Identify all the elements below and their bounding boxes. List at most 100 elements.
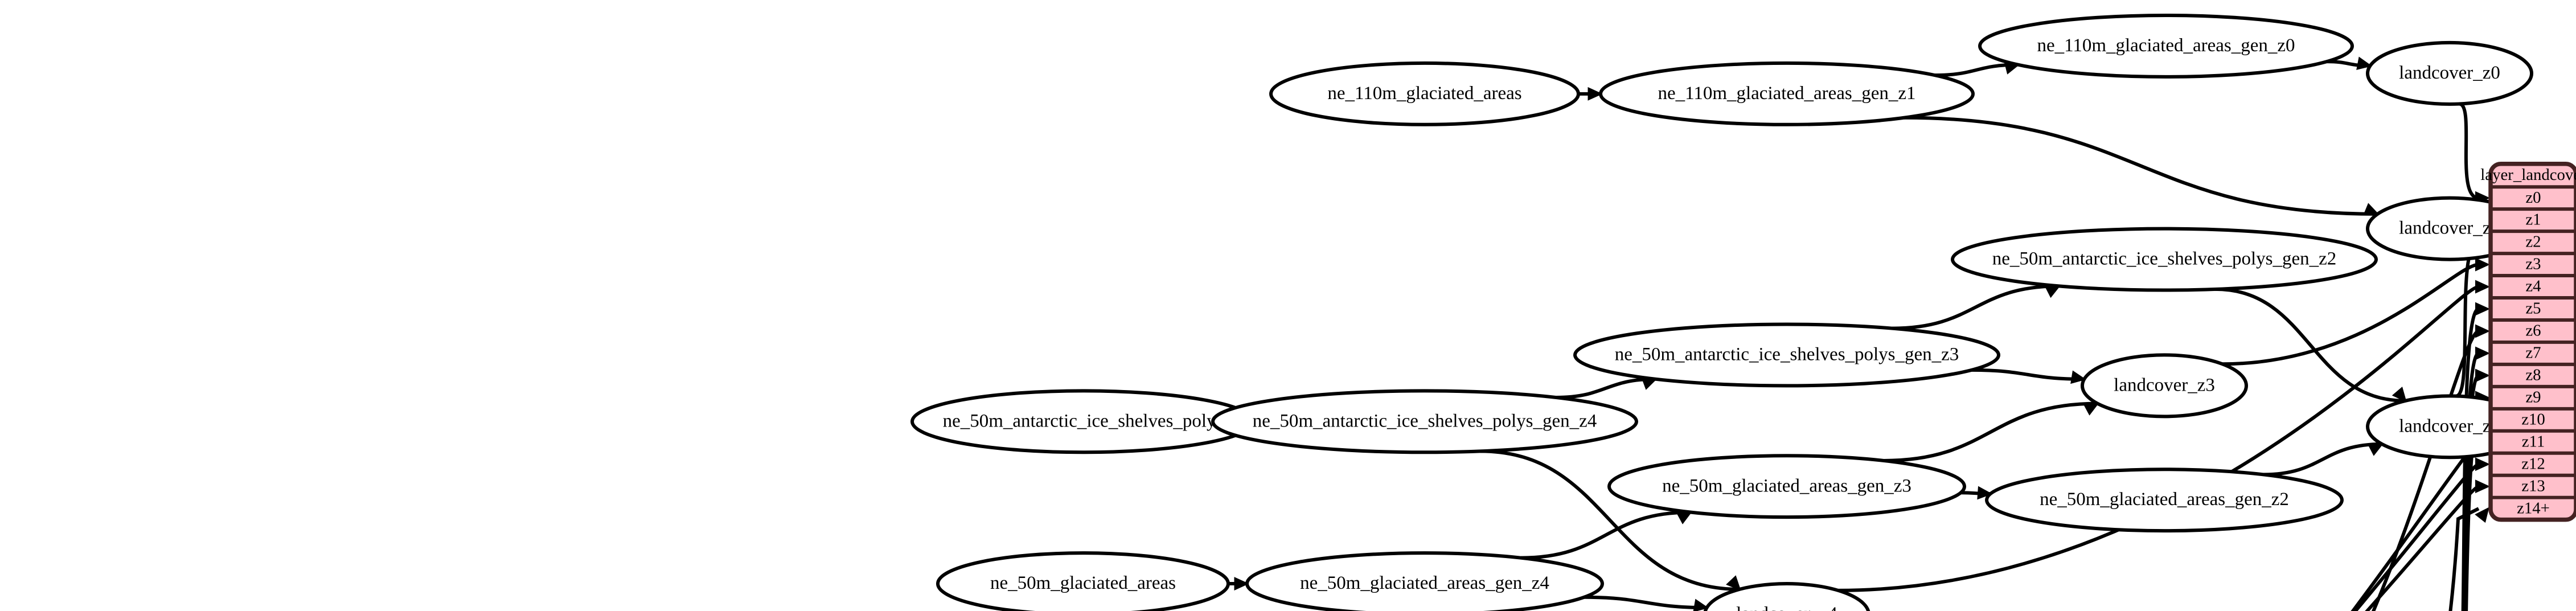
node-ne_50m_antarctic_ice_shelves_polys_gen_z2[interactable]: ne_50m_antarctic_ice_shelves_polys_gen_z…	[1951, 227, 2378, 292]
layer-landcover-table: layer_landcoverz0z1z2z3z4z5z6z7z8z9z10z1…	[2480, 161, 2576, 522]
arrowhead-landcover_z3	[2083, 402, 2099, 416]
node-shape-ne_50m_antarctic_ice_shelves_polys_gen_z2	[1951, 227, 2378, 292]
node-label-landcover_z0: landcover_z0	[2399, 63, 2500, 83]
edge-osm_landcover_gen_z10-to-row-z10	[2464, 418, 2480, 611]
arrowhead-ne_50m_glaciated_areas_gen_z2	[1977, 486, 1993, 500]
edge-ne_50m_glaciated_areas_gen_z4-to-landcover_z4	[1584, 595, 1707, 610]
arrowhead-landcover_z2	[2392, 387, 2407, 403]
edge-ne_50m_antarctic_ice_shelves_polys_gen_z3-to-ne_50m_antarctic_ice_shelves_polys_gen_z2	[1892, 284, 2060, 330]
node-label-ne_50m_glaciated_areas_gen_z3: ne_50m_glaciated_areas_gen_z3	[1662, 475, 1912, 496]
table-row-label-z0: z0	[2525, 188, 2541, 207]
arrowhead-row-z3	[2475, 257, 2491, 272]
edge-landcover_z3-to-row-z3	[2222, 263, 2479, 366]
arrowhead-row-z12	[2475, 457, 2491, 471]
node-shape-landcover_z4	[1703, 582, 1871, 611]
arrowhead-landcover_z4	[1693, 598, 1709, 611]
arrowhead-landcover_z4	[1726, 575, 1741, 591]
arrowhead-landcover_z0	[2356, 56, 2373, 70]
edge-ne_110m_glaciated_areas_gen_z1-to-landcover_z1	[1904, 116, 2378, 216]
node-shape-ne_50m_antarctic_ice_shelves_polys_gen_z3	[1573, 322, 2000, 388]
node-label-ne_50m_glaciated_areas_gen_z2: ne_50m_glaciated_areas_gen_z2	[2040, 489, 2289, 510]
arrowhead-row-z4	[2475, 280, 2491, 294]
node-label-ne_50m_antarctic_ice_shelves_polys_gen_z2: ne_50m_antarctic_ice_shelves_polys_gen_z…	[1992, 249, 2337, 269]
edge-ne_50m_antarctic_ice_shelves_polys_gen_z3-to-landcover_z3	[1971, 368, 2085, 381]
node-shape-ne_110m_glaciated_areas	[1269, 61, 1580, 126]
node-shape-landcover_z3	[2081, 353, 2248, 419]
node-ne_110m_glaciated_areas_gen_z1[interactable]: ne_110m_glaciated_areas_gen_z1	[1599, 61, 1975, 126]
node-label-landcover_z1: landcover_z1	[2399, 218, 2500, 239]
arrowhead-landcover_z2	[2367, 443, 2384, 456]
node-landcover_z0[interactable]: landcover_z0	[2366, 40, 2533, 106]
node-shape-ne_110m_glaciated_areas_gen_z1	[1599, 61, 1975, 126]
node-label-ne_110m_glaciated_areas: ne_110m_glaciated_areas	[1327, 83, 1521, 104]
node-shape-ne_50m_antarctic_ice_shelves_polys_gen_z4	[1211, 389, 1638, 454]
arrowhead-landcover_z1	[2363, 203, 2380, 216]
table-row-label-z6: z6	[2525, 322, 2541, 340]
arrowhead-ne_110m_glaciated_areas_gen_z1	[1588, 87, 1603, 101]
node-label-landcover_z4: landcover_z4	[1736, 604, 1837, 611]
edge-ne_50m_antarctic_ice_shelves_polys_gen_z4-to-ne_50m_antarctic_ice_shelves_polys_gen_z3	[1556, 377, 1656, 399]
table-row-label-z11: z11	[2522, 432, 2545, 450]
edge-osm_landcover_gen_z11-to-row-z11	[2351, 440, 2480, 611]
node-ne_50m_antarctic_ice_shelves_polys_gen_z3[interactable]: ne_50m_antarctic_ice_shelves_polys_gen_z…	[1573, 322, 2000, 388]
node-label-landcover_z3: landcover_z3	[2114, 375, 2215, 395]
edge-ne_50m_antarctic_ice_shelves_polys_gen_z2-to-landcover_z2	[2215, 287, 2406, 403]
edge-osm_landcover_gen_z13-to-row-z13	[2365, 485, 2480, 611]
arrowhead-landcover_z3	[2070, 370, 2086, 384]
node-label-ne_50m_antarctic_ice_shelves_polys: ne_50m_antarctic_ice_shelves_polys	[943, 411, 1224, 431]
edge-osm_landcover_gen_z12-to-row-z12	[2353, 462, 2480, 611]
table-row-label-z2: z2	[2525, 233, 2541, 251]
edge-ne_50m_antarctic_ice_shelves_polys_gen_z4-to-landcover_z4	[1480, 449, 1740, 591]
node-label-ne_110m_glaciated_areas_gen_z1: ne_110m_glaciated_areas_gen_z1	[1658, 83, 1915, 104]
node-label-ne_50m_antarctic_ice_shelves_polys_gen_z4: ne_50m_antarctic_ice_shelves_polys_gen_z…	[1253, 411, 1597, 431]
node-shape-ne_110m_glaciated_areas_gen_z0	[1978, 13, 2354, 79]
arrowhead-row-z8	[2475, 368, 2491, 383]
edge-landcover_z4-to-row-z4	[1838, 285, 2479, 592]
edge-landcover_z6-to-row-z6	[2371, 329, 2480, 611]
node-ne_50m_glaciated_areas_gen_z4[interactable]: ne_50m_glaciated_areas_gen_z4	[1245, 551, 1604, 611]
node-ne_50m_glaciated_areas_gen_z2[interactable]: ne_50m_glaciated_areas_gen_z2	[1985, 468, 2344, 533]
edge-ne_50m_glaciated_areas_gen_z3-to-landcover_z3	[1883, 401, 2098, 462]
node-shape-ne_50m_glaciated_areas	[936, 551, 1230, 611]
node-label-ne_110m_glaciated_areas_gen_z0: ne_110m_glaciated_areas_gen_z0	[2037, 35, 2295, 56]
node-ne_50m_antarctic_ice_shelves_polys_gen_z4[interactable]: ne_50m_antarctic_ice_shelves_polys_gen_z…	[1211, 389, 1638, 454]
node-shape-landcover_z0	[2366, 40, 2533, 106]
node-ne_50m_glaciated_areas_gen_z3[interactable]: ne_50m_glaciated_areas_gen_z3	[1607, 454, 1966, 519]
table-row-label-z9: z9	[2525, 388, 2541, 406]
edge-landcover_z0-to-row-z0	[2458, 102, 2479, 200]
arrowhead-row-z7	[2475, 346, 2491, 360]
arrowhead-row-z5	[2475, 302, 2491, 316]
table-row-label-z1: z1	[2525, 211, 2541, 229]
table-row-label-z12: z12	[2521, 454, 2545, 473]
table-row-label-z5: z5	[2525, 300, 2541, 318]
arrowhead-ne_50m_glaciated_areas_gen_z4	[1234, 577, 1249, 591]
table-row-label-z7: z7	[2525, 344, 2541, 362]
node-label-ne_50m_glaciated_areas: ne_50m_glaciated_areas	[990, 573, 1176, 593]
node-label-landcover_z2: landcover_z2	[2399, 416, 2500, 436]
node-ne_110m_glaciated_areas_gen_z0[interactable]: ne_110m_glaciated_areas_gen_z0	[1978, 13, 2354, 79]
arrowhead-row-z6	[2475, 324, 2491, 338]
node-landcover_z4[interactable]: landcover_z4	[1703, 582, 1871, 611]
arrowhead-ne_50m_glaciated_areas_gen_z3	[1676, 511, 1693, 524]
node-landcover_z3[interactable]: landcover_z3	[2081, 353, 2248, 419]
arrowhead-row-z13	[2475, 479, 2491, 494]
arrowhead-row-z14+	[2475, 507, 2489, 523]
node-shape-ne_50m_glaciated_areas_gen_z2	[1985, 468, 2344, 533]
table-row-label-z8: z8	[2525, 366, 2541, 384]
table-row-label-z3: z3	[2525, 255, 2541, 273]
edge-ne_50m_glaciated_areas_gen_z2-to-landcover_z2	[2263, 442, 2382, 477]
table-row-label-z10: z10	[2521, 410, 2545, 428]
node-shape-ne_50m_glaciated_areas_gen_z4	[1245, 551, 1604, 611]
node-ne_110m_glaciated_areas[interactable]: ne_110m_glaciated_areas	[1269, 61, 1580, 126]
node-ne_50m_antarctic_ice_shelves_polys[interactable]: ne_50m_antarctic_ice_shelves_polys	[910, 389, 1256, 454]
table-row-label-z14+: z14+	[2517, 499, 2550, 517]
node-label-ne_50m_antarctic_ice_shelves_polys_gen_z3: ne_50m_antarctic_ice_shelves_polys_gen_z…	[1615, 344, 1959, 364]
table-row-label-z13: z13	[2521, 477, 2545, 495]
table-header-label: layer_landcover	[2480, 166, 2576, 184]
node-shape-ne_50m_glaciated_areas_gen_z3	[1607, 454, 1966, 519]
node-label-ne_50m_glaciated_areas_gen_z4: ne_50m_glaciated_areas_gen_z4	[1300, 573, 1549, 593]
edge-ne_50m_glaciated_areas_gen_z4-to-ne_50m_glaciated_areas_gen_z3	[1520, 510, 1691, 560]
node-ne_50m_glaciated_areas[interactable]: ne_50m_glaciated_areas	[936, 551, 1230, 611]
